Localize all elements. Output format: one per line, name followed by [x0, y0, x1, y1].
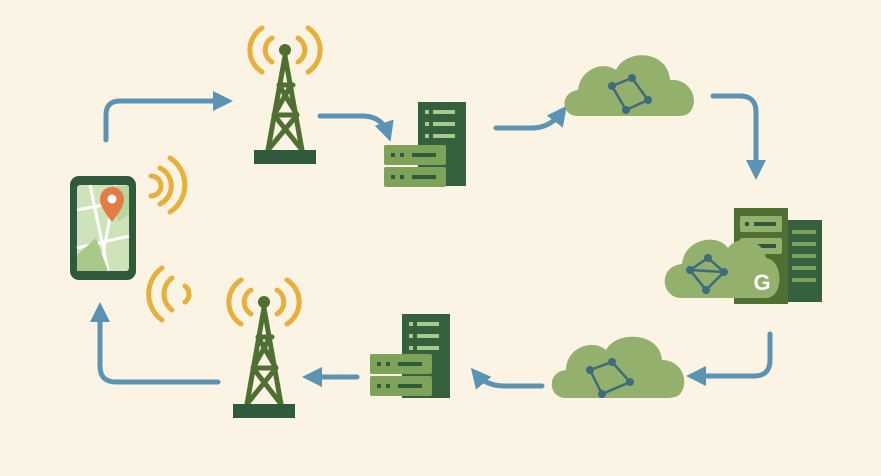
- google-cloud-datacenter-icon: G: [664, 208, 822, 304]
- arrow-phone-to-tower-top: [103, 91, 233, 143]
- cloud-network-icon: [564, 55, 694, 116]
- arrow-cloud-to-server-bottom: [470, 367, 545, 390]
- google-logo-label: G: [753, 270, 770, 295]
- server-stack-icon: [384, 102, 466, 187]
- flow-arrows: [90, 91, 773, 390]
- signal-waves-icon: [148, 155, 188, 215]
- arrow-datacenter-to-cloud-bottom: [686, 331, 773, 386]
- arrow-server-to-cloud-top: [493, 105, 567, 131]
- arrow-tower-bottom-to-phone: [90, 302, 221, 385]
- server-stack-icon: [370, 314, 450, 398]
- cloud-network-icon: [551, 336, 685, 398]
- smartphone-map-icon: [70, 176, 136, 280]
- location-pin-icon: [100, 187, 124, 222]
- cell-tower-icon: [226, 277, 302, 418]
- signal-waves-icon: [146, 265, 192, 323]
- cell-tower-icon: [247, 25, 323, 164]
- arrow-tower-to-server-top: [317, 113, 394, 142]
- arrow-cloud-to-datacenter: [710, 93, 766, 180]
